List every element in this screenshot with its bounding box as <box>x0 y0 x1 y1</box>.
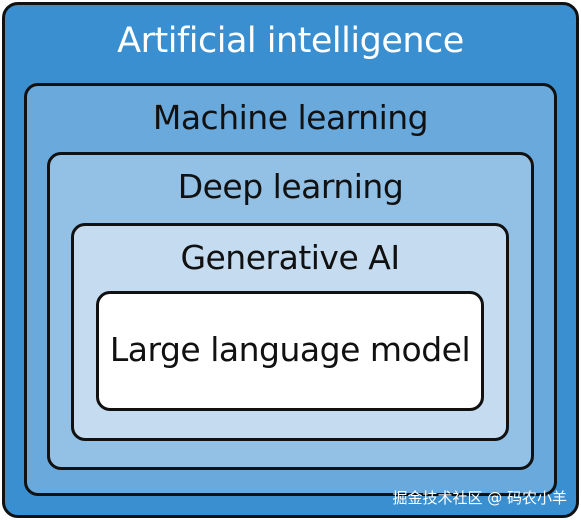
layer-label-deep-learning: Deep learning <box>177 167 404 206</box>
layer-label-artificial-intelligence: Artificial intelligence <box>117 21 464 61</box>
layer-label-generative-ai: Generative AI <box>180 238 400 277</box>
layer-label-large-language-model: Large language model <box>109 330 471 369</box>
layer-large-language-model: Large language model <box>96 291 484 411</box>
layer-label-machine-learning: Machine learning <box>152 98 429 137</box>
watermark-text: 掘金技术社区 @ 码农小羊 <box>392 489 567 507</box>
